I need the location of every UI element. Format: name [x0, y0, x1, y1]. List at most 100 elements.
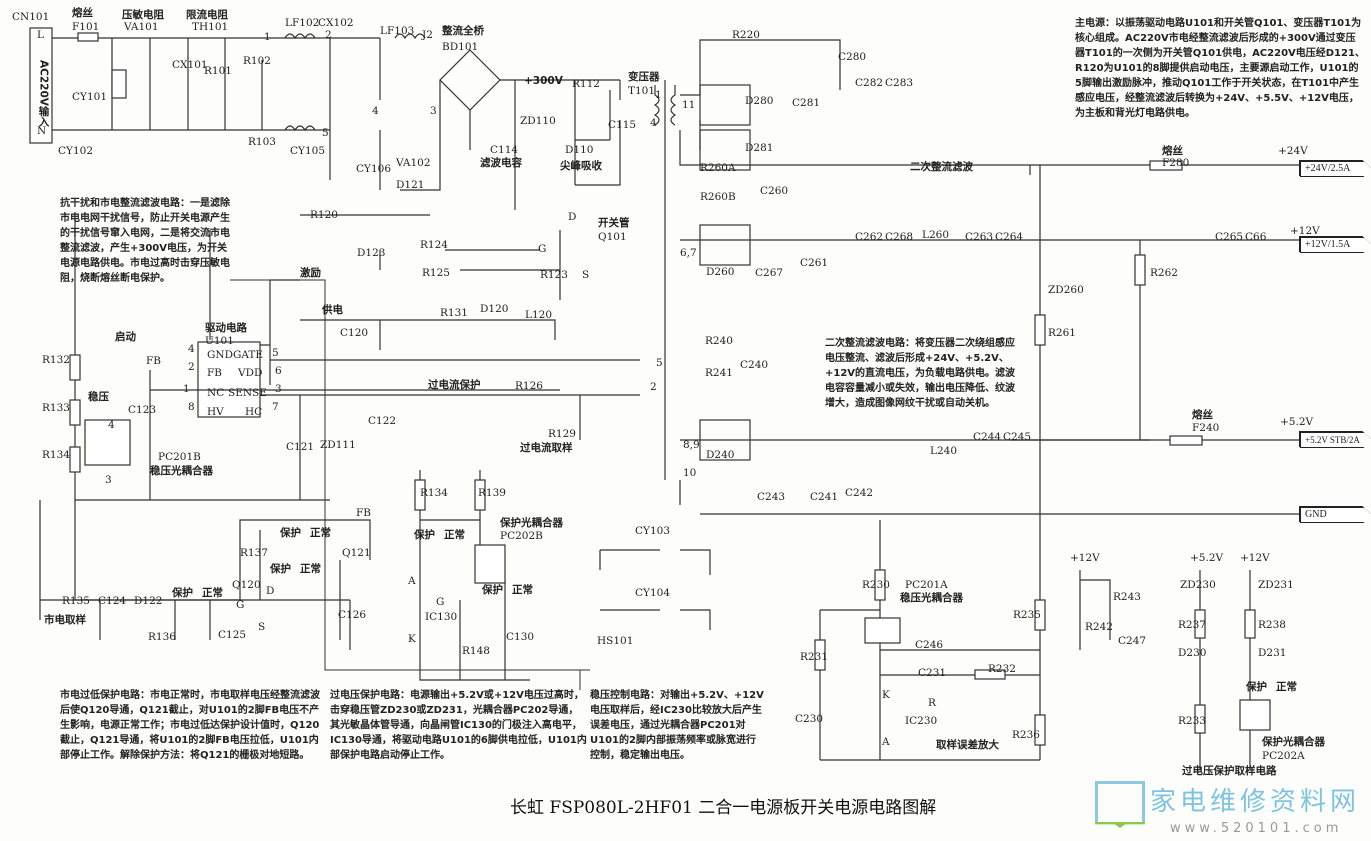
label-va101: VA101 [124, 21, 159, 33]
label-zd231: ZD231 [1258, 579, 1294, 591]
logo-text: 家电维修资料网 [1150, 787, 1361, 817]
label-c264: C264 [995, 231, 1024, 243]
resistor-r231 [814, 639, 826, 671]
label-r135: R135 [62, 595, 90, 607]
label-c280: C280 [838, 51, 867, 63]
label-c115: C115 [608, 119, 637, 131]
label-ic230-r: R [928, 697, 936, 709]
label-cx102: CX102 [318, 17, 354, 29]
optocoupler-pc202a [1239, 699, 1271, 731]
label-c240: C240 [740, 359, 769, 371]
label-pc3: 3 [105, 474, 112, 486]
label-r238: R238 [1258, 619, 1286, 631]
varistor-va101 [111, 69, 127, 99]
label-pc201b: PC201B [158, 451, 201, 463]
label-pin-gnd: GND [207, 349, 233, 361]
label-c121: C121 [286, 441, 315, 453]
label-q121: Q121 [342, 547, 371, 559]
label-n: N [37, 125, 47, 137]
label-d230: D230 [1178, 647, 1207, 659]
label-t67: 6,7 [680, 247, 697, 259]
label-pc202b-t: 保护光耦合器 [500, 517, 563, 529]
label-ovp-s: 过电压保护取样电路 [1182, 765, 1277, 777]
label-r133: R133 [42, 402, 70, 414]
label-r132: R132 [42, 354, 70, 366]
label-v52: +5.2V [1280, 416, 1314, 428]
label-u4: 4 [188, 343, 195, 355]
label-prot3: 保护 [172, 587, 193, 599]
label-r240: R240 [705, 335, 733, 347]
label-c244: C244 [973, 431, 1002, 443]
note-secondary: 二次整流滤波电路：将变压器二次绕组感应电压整流、滤波后形成+24V、+5.2V、… [825, 338, 1016, 409]
wire [419, 470, 530, 681]
label-lf102: LF102 [285, 17, 320, 29]
output-12v: +12V/1.5A [1300, 237, 1371, 253]
wire [39, 500, 371, 650]
label-th101: TH101 [192, 21, 229, 33]
label-drive: 激励 [300, 267, 321, 279]
label-c246: C246 [915, 639, 944, 651]
choke-lf103 [394, 33, 426, 40]
label-q101-t: 开关管 [598, 217, 630, 229]
label-r123: R123 [540, 269, 568, 281]
label-norm1: 正常 [310, 527, 331, 539]
label-c268: C268 [885, 231, 914, 243]
label-t4: 4 [650, 117, 657, 129]
label-norm4: 正常 [444, 529, 465, 541]
label-r237: R237 [1178, 619, 1206, 631]
label-f101: F101 [72, 21, 100, 33]
label-mains-s: 市电取样 [44, 614, 86, 626]
label-q101-s: S [582, 269, 590, 281]
watermark-logo: 家电维修资料网 www.520101.com [1095, 781, 1365, 841]
label-c242: C242 [845, 487, 874, 499]
resistor-r132 [69, 354, 81, 381]
label-r103: R103 [248, 136, 276, 148]
label-r126: R126 [515, 380, 543, 392]
label-q120-d: D [266, 585, 275, 597]
label-d121: D121 [396, 179, 425, 191]
resistor-r236 [1034, 714, 1046, 746]
label-r120: R120 [310, 209, 338, 221]
connector-cn101 [29, 27, 53, 144]
diode-block-d281 [699, 129, 751, 171]
label-pc202b: PC202B [500, 530, 543, 542]
logo-book-icon [1095, 781, 1145, 822]
label-t101: T101 [628, 85, 656, 97]
label-r134: R134 [420, 487, 448, 499]
label-ic230-a: A [882, 736, 890, 748]
label-l260: L260 [922, 229, 950, 241]
label-d231: D231 [1258, 647, 1287, 659]
diode-block-d260 [699, 224, 751, 266]
annotation-leader [230, 279, 590, 690]
label-r129: R129 [548, 428, 576, 440]
label-supply: 供电 [322, 304, 343, 316]
label-cy106: CY106 [356, 163, 392, 175]
label-r148: R148 [462, 645, 490, 657]
label-hs101: HS101 [597, 635, 634, 647]
wire [599, 549, 711, 630]
label-c120: C120 [340, 327, 369, 339]
label-ocp-s: 过电流取样 [520, 442, 573, 454]
output-gnd: GND [1300, 507, 1371, 523]
label-q101-g: G [538, 243, 547, 255]
filter-branches [111, 38, 263, 130]
note-undervoltage: 市电过低保护电路：市电正常时，市电取样电压经整流滤波后使Q120导通，Q121截… [60, 690, 320, 761]
resistor-r235 [1034, 599, 1046, 631]
label-d281: D281 [745, 142, 774, 154]
label-r236: R236 [1012, 729, 1040, 741]
label-pc202a: PC202A [1262, 750, 1305, 762]
label-cy102: CY102 [58, 145, 94, 157]
label-u2: 2 [188, 361, 195, 373]
resistor-r237 [1194, 609, 1206, 639]
label-c267: C267 [755, 267, 784, 279]
label-ic230-k: K [882, 689, 890, 701]
label-ic-k: K [408, 633, 416, 645]
resistor-r262 [1134, 254, 1146, 286]
label-t1: 1 [655, 89, 662, 101]
label-d260: D260 [706, 266, 735, 278]
label-spike: 尖峰吸收 [560, 160, 602, 172]
label-c265: C265 [1215, 231, 1244, 243]
label-r242: R242 [1085, 621, 1113, 633]
